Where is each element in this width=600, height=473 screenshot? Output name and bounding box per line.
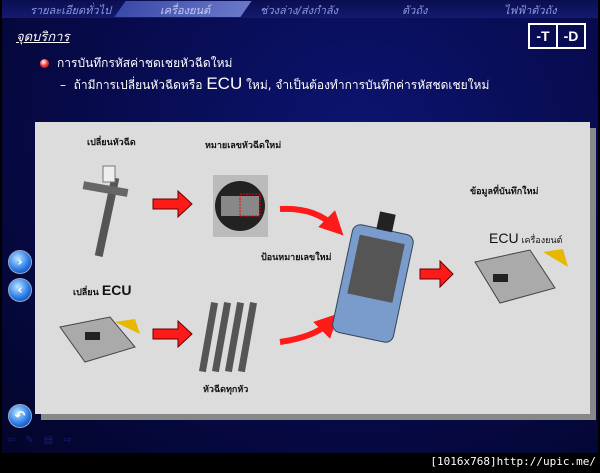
diagram-graphics: [59, 165, 568, 373]
next-slide-button[interactable]: ›: [8, 250, 32, 274]
tab-body-electrical[interactable]: ไฟฟ้าตัวถัง: [504, 4, 557, 17]
label-replace-injector: เปลี่ยนหัวฉีด: [87, 138, 136, 148]
label-replace-ecu-pre: เปลี่ยน: [73, 288, 99, 298]
model-badges: -T -D: [528, 23, 586, 49]
back-arrow-icon[interactable]: ⇦: [7, 435, 16, 446]
label-replace-ecu: เปลี่ยน ECU: [73, 282, 131, 299]
bullet-icon: [40, 59, 49, 68]
label-all-injectors: หัวฉีดทุกหัว: [203, 385, 249, 395]
bullet-item: การบันทึกรหัสค่าชดเชยหัวฉีดใหม่: [40, 54, 232, 73]
label-target-ecu-ecu: ECU: [489, 230, 519, 246]
label-new-injector-code: หมายเลขหัวฉีดใหม่: [205, 141, 282, 151]
forward-arrow-icon[interactable]: ⇨: [63, 435, 72, 446]
ecu-image: [59, 316, 140, 363]
arrow-right: [152, 189, 193, 219]
tab-general[interactable]: รายละเอียดทั่วไป: [30, 4, 112, 17]
watermark: [1016x768]http://upic.me/: [430, 455, 596, 468]
toolbar: ⇦ ✎ ▤ ⇨: [7, 435, 72, 446]
all-injectors-image: [198, 302, 258, 373]
sub-text-ecu: ECU: [206, 74, 243, 93]
label-replace-ecu-ecu: ECU: [101, 282, 132, 298]
label-new-saved-data: ข้อมูลที่บันทึกใหม่: [470, 187, 539, 197]
arrow-curved: [279, 205, 344, 236]
top-nav: รายละเอียดทั่วไป เครื่องยนต์ ช่วงล่าง/ส่…: [2, 0, 598, 18]
arrow-curved: [279, 313, 339, 345]
menu-icon[interactable]: ▤: [43, 435, 54, 446]
pen-icon[interactable]: ✎: [25, 435, 34, 446]
injector-image: [82, 165, 129, 257]
arrow-right: [419, 259, 454, 289]
tab-body[interactable]: ตัวถัง: [402, 4, 428, 17]
arrow-right: [152, 319, 193, 349]
label-input-new-code: ป้อนหมายเลขใหม่: [261, 253, 332, 263]
injector-code-image: [213, 175, 268, 237]
dash: –: [60, 78, 66, 92]
badge-d: -D: [556, 23, 586, 49]
label-target-ecu: ECU เครื่องยนต์: [489, 230, 562, 247]
diagnostic-tester-image: [332, 211, 414, 343]
sub-bullet: – ถ้ามีการเปลี่ยนหัวฉีดหรือ ECU ใหม่, จำ…: [60, 74, 489, 95]
badge-t: -T: [528, 23, 558, 49]
sub-text-pre: ถ้ามีการเปลี่ยนหัวฉีดหรือ: [73, 78, 203, 92]
sub-text-post: ใหม่, จำเป็นต้องทำการบันทึกค่ารหัสชดเชยใ…: [246, 78, 490, 92]
tab-chassis[interactable]: ช่วงล่าง/ส่งกำลัง: [260, 4, 339, 17]
bullet-text: การบันทึกรหัสค่าชดเชยหัวฉีดใหม่: [57, 56, 233, 70]
return-button[interactable]: ↶: [8, 404, 32, 428]
label-target-ecu-suffix: เครื่องยนต์: [521, 236, 563, 246]
slide: รายละเอียดทั่วไป เครื่องยนต์ ช่วงล่าง/ส่…: [2, 0, 598, 453]
tab-engine[interactable]: เครื่องยนต์: [160, 4, 211, 17]
page-title: จุดบริการ: [16, 30, 70, 45]
diagram-panel: เปลี่ยนหัวฉีด หมายเลขหัวฉีดใหม่ ป้อนหมาย…: [35, 122, 590, 414]
ecu-engine-image: [474, 249, 568, 304]
prev-slide-button[interactable]: ‹: [8, 278, 32, 302]
